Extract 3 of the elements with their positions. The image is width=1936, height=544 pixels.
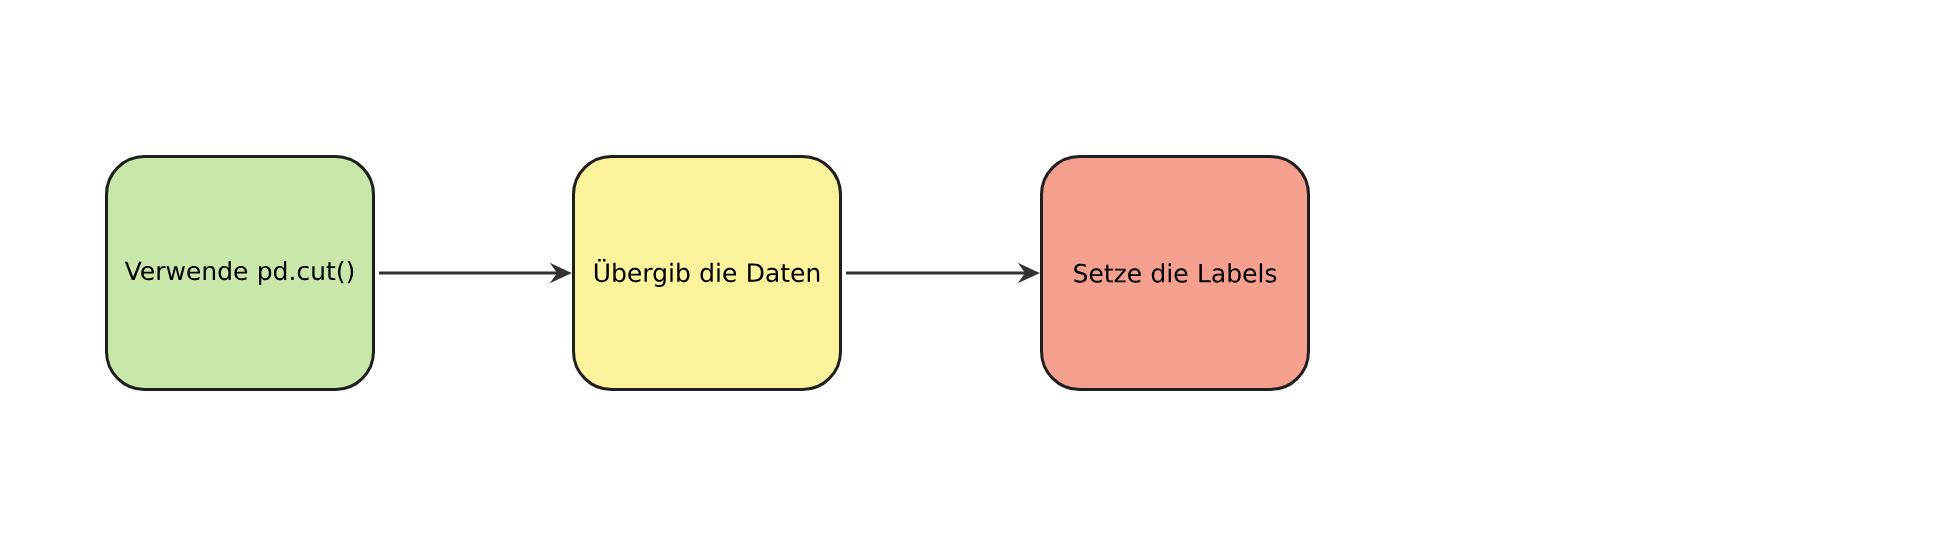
process-box: Übergib die Daten <box>572 155 842 391</box>
process-box: Verwende pd.cut() <box>105 155 375 391</box>
process-box: Setze die Labels <box>1040 155 1310 391</box>
